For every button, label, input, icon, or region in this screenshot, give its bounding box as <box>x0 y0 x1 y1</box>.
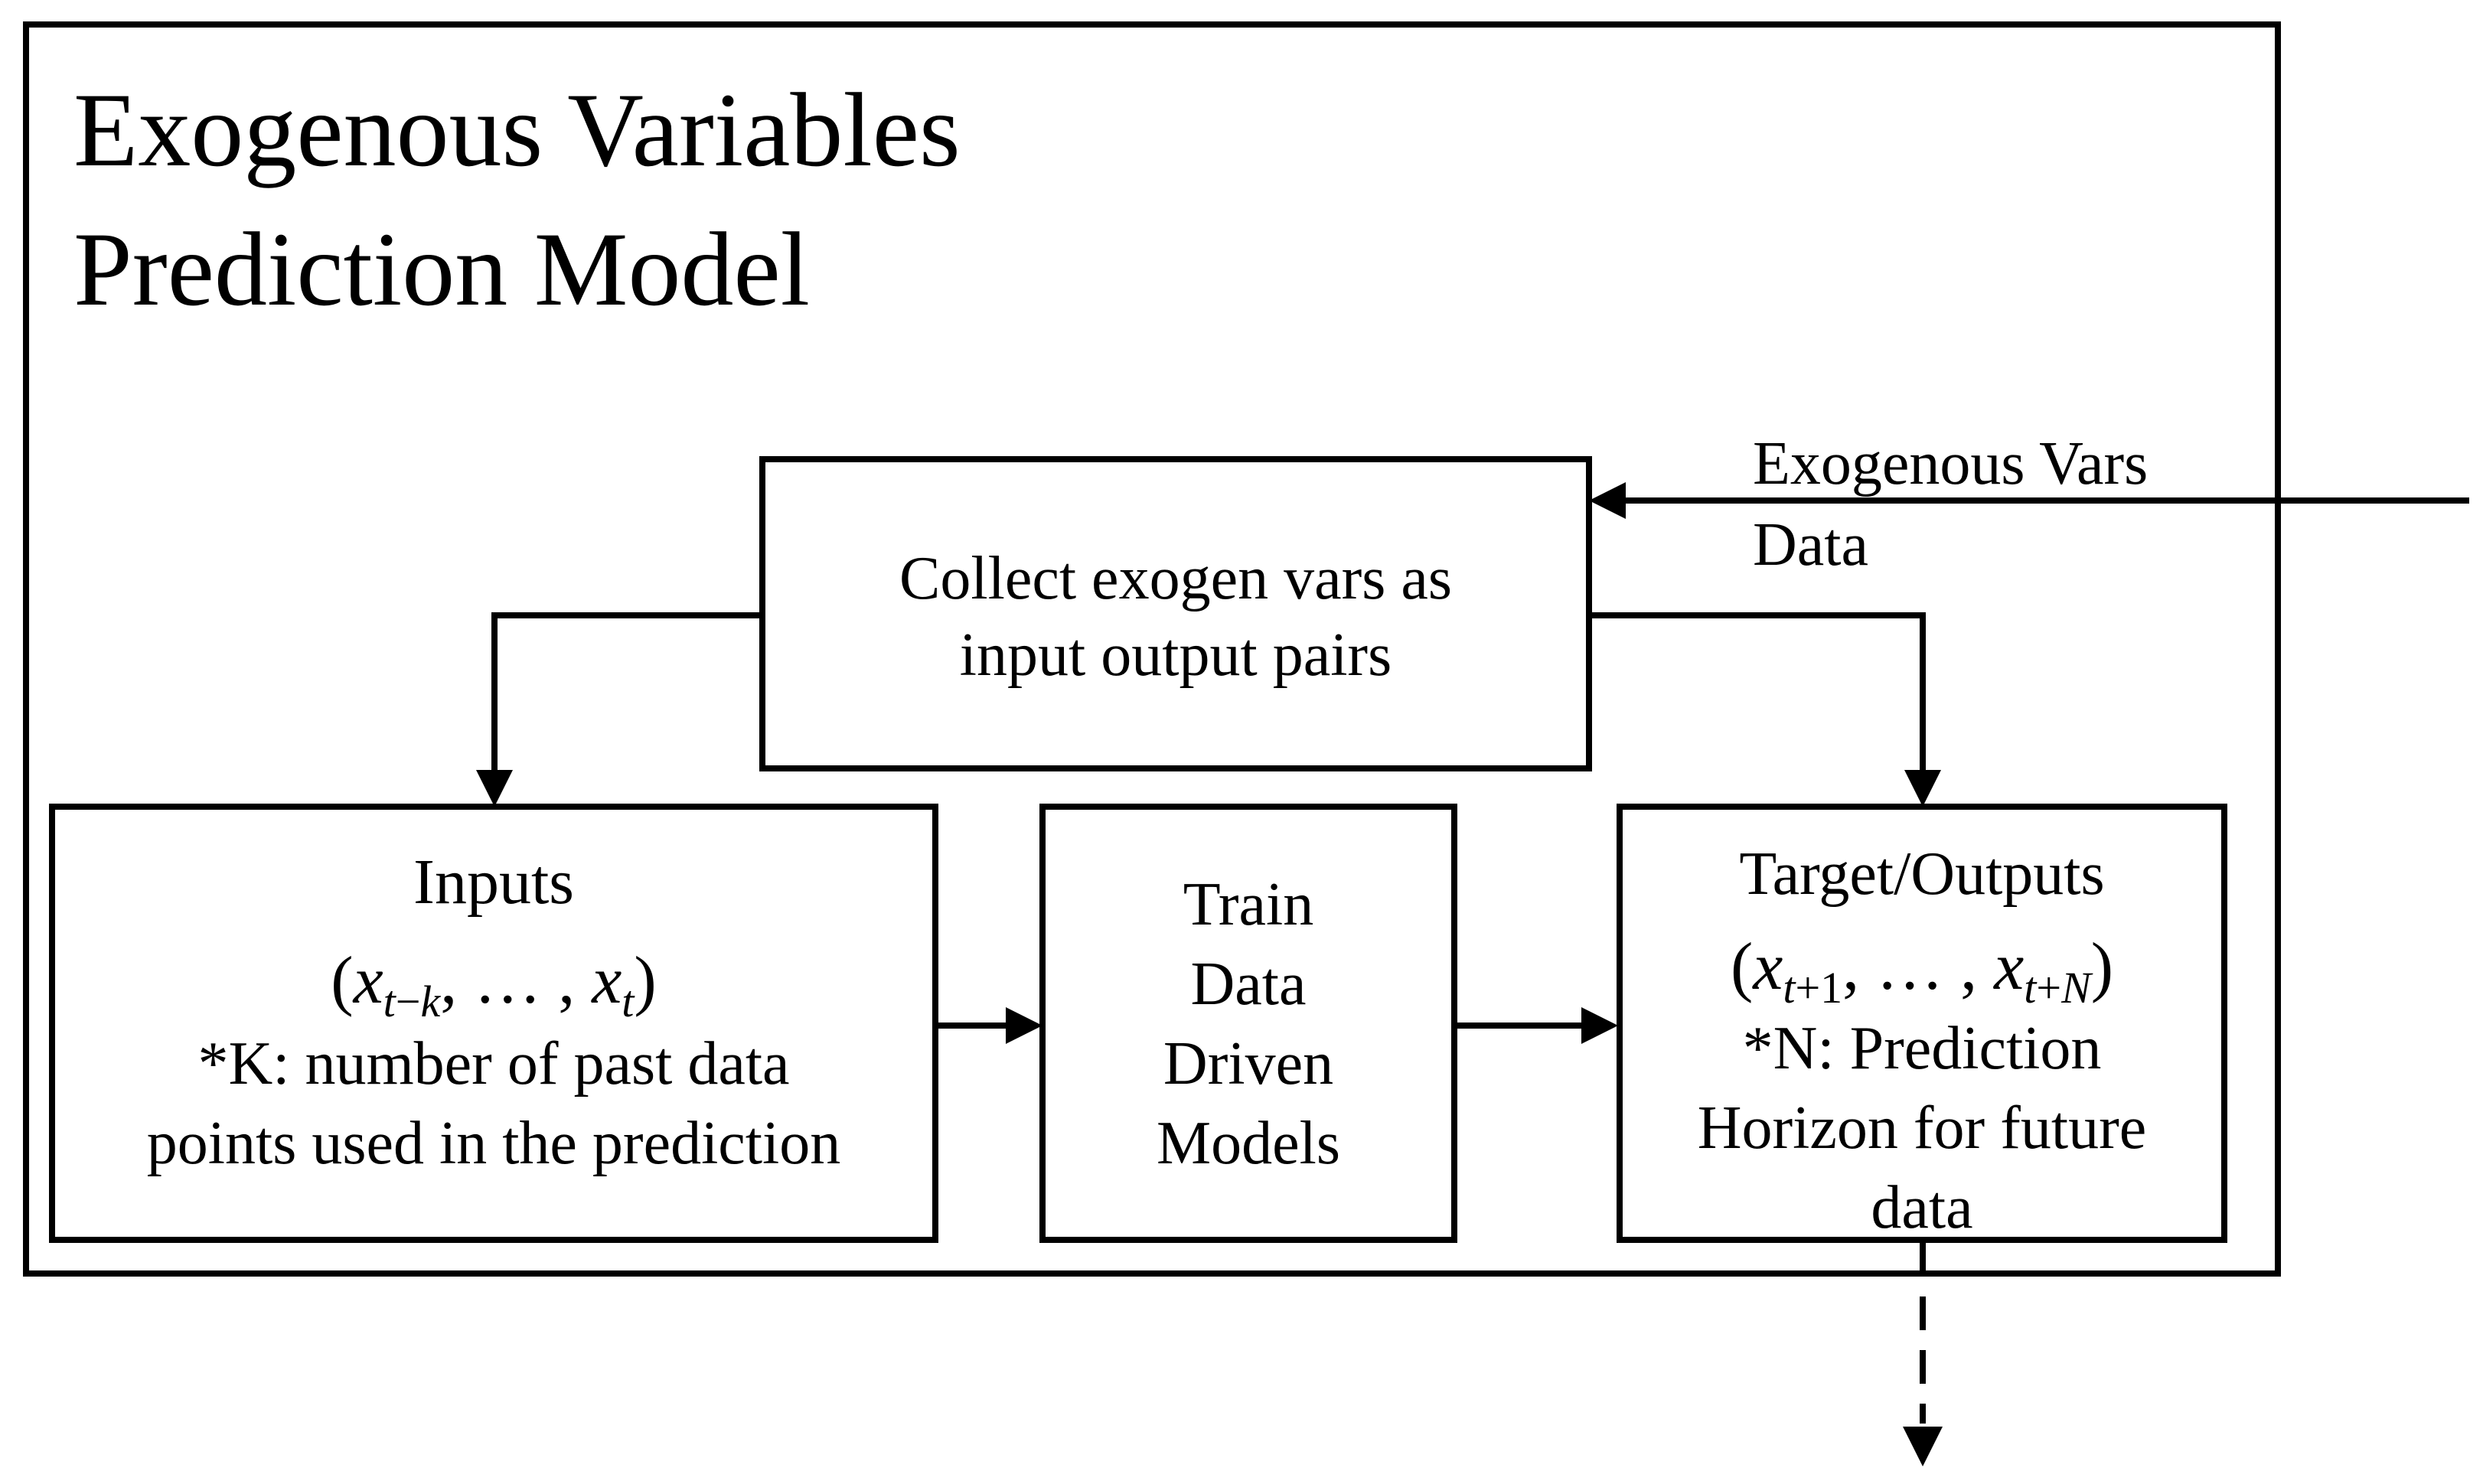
output-dashed-arrow <box>1903 1243 1943 1466</box>
inputs-heading: Inputs <box>413 846 574 918</box>
train-box-line3: Driven <box>1163 1030 1333 1098</box>
inputs-note-line1: *K: number of past data <box>197 1030 789 1098</box>
exogenous-vars-label-line2: Data <box>1753 511 1868 579</box>
train-box-line1: Train <box>1183 871 1313 938</box>
exogenous-vars-label-line1: Exogenous Vars <box>1753 430 2148 497</box>
target-note-line3: data <box>1871 1174 1972 1241</box>
target-formula: (xt+1, … , xt+N) <box>1731 930 2113 1013</box>
inputs-note-line2: points used in the prediction <box>147 1110 841 1177</box>
train-to-target-arrow <box>1454 1007 1618 1044</box>
train-box-line4: Models <box>1157 1110 1340 1177</box>
diagram-title-line1: Exogenous Variables <box>73 71 961 188</box>
target-box <box>1617 804 2227 1243</box>
incoming-data-arrow <box>1589 482 2469 519</box>
collect-box-line1: Collect exogen vars as <box>899 545 1452 612</box>
collect-to-target-arrow <box>1589 612 1941 807</box>
collect-to-inputs-arrow <box>476 612 762 807</box>
target-note-line2: Horizon for future <box>1698 1094 2146 1162</box>
diagram-title-line2: Prediction Model <box>73 210 810 328</box>
inputs-to-train-arrow <box>935 1007 1042 1044</box>
target-note-line1: *N: Prediction <box>1743 1015 2102 1082</box>
collect-box <box>759 456 1592 771</box>
train-box-line2: Data <box>1190 951 1306 1018</box>
inputs-formula: (xt−k, … , xt) <box>331 944 656 1026</box>
collect-box-line2: input output pairs <box>960 621 1392 689</box>
target-heading: Target/Outputs <box>1739 840 2104 908</box>
